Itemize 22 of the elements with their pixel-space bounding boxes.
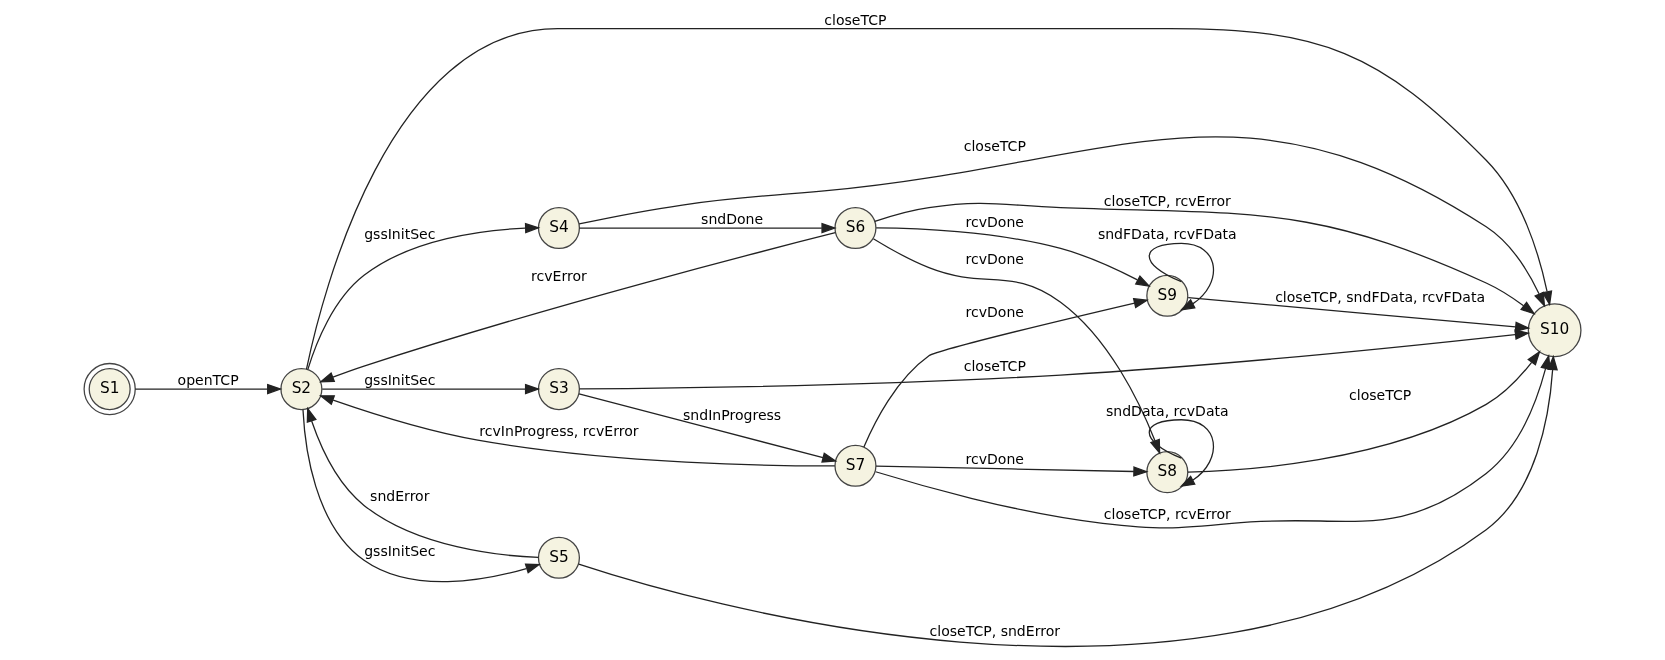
edge-label: sndInProgress [683,406,782,423]
edge-label: gssInitSec [364,226,436,243]
edge-label: sndFData, rcvFData [1097,226,1237,243]
edge-label: closeTCP [824,11,887,28]
edge-label: openTCP [177,371,239,388]
edge-label: rcvDone [965,250,1024,267]
edge-label: rcvError [531,268,587,285]
edge-label: closeTCP, rcvError [1103,506,1231,523]
edge-label: sndDone [701,210,764,227]
edge-label: sndError [370,488,430,505]
edge-label: rcvDone [965,304,1024,321]
edge-label: closeTCP, sndError [929,622,1061,639]
edge-label: closeTCP [1349,387,1412,404]
edge-label: closeTCP, sndFData, rcvFData [1275,288,1486,305]
edge-label: closeTCP, rcvError [1103,193,1231,210]
edge-label: closeTCP [963,357,1026,374]
edge-label: rcvInProgress, rcvError [479,423,639,440]
edge-label: gssInitSec [364,543,436,560]
edge-label: rcvDone [965,213,1024,230]
edge-label: gssInitSec [364,371,436,388]
edge-label: rcvDone [965,451,1024,468]
edge-label: closeTCP [963,138,1026,155]
